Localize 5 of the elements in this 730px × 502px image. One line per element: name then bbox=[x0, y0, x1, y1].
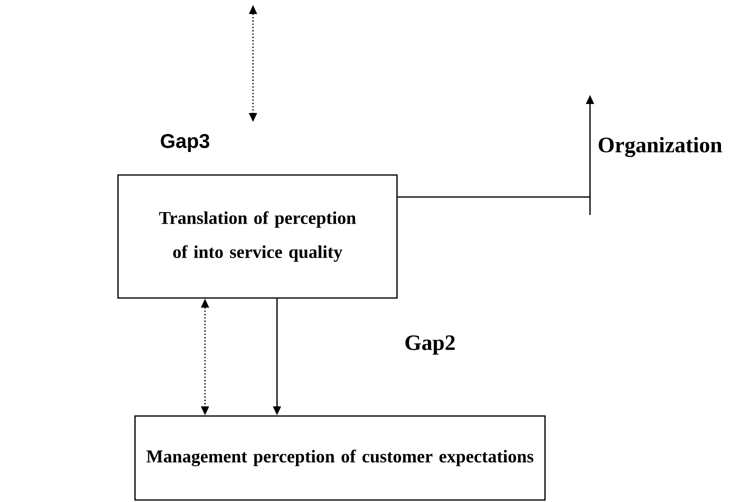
gap-label: Organization bbox=[598, 136, 722, 158]
process-box: Management perception of customer expectations bbox=[134, 415, 546, 501]
gap-label: Gap2 bbox=[405, 335, 455, 355]
gap-label: Gap3 bbox=[160, 134, 210, 152]
process-box: Translation of perception of into service quality bbox=[117, 174, 398, 299]
